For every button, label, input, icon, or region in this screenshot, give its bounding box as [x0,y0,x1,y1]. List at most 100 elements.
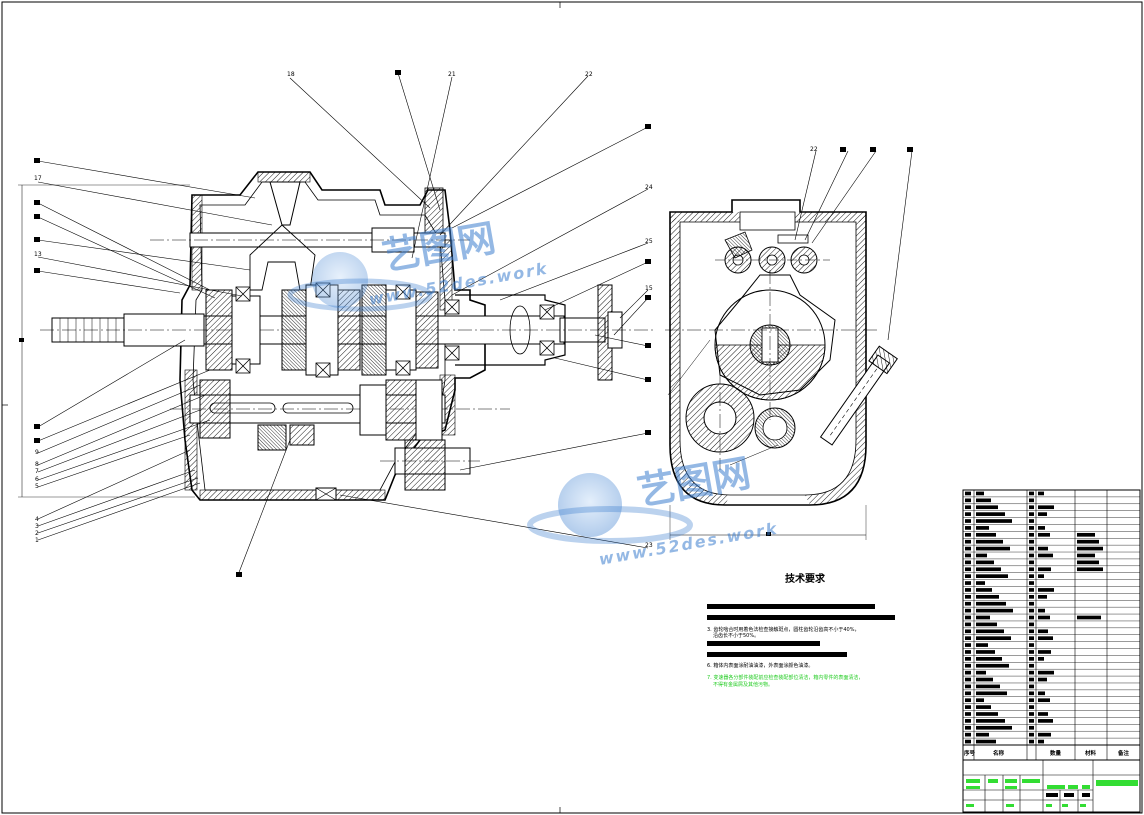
svg-text:序号: 序号 [963,749,976,757]
parts-cell-redacted [965,657,971,661]
parts-cell-redacted [1077,560,1099,565]
parts-cell-redacted [1038,594,1047,599]
parts-cell-redacted [976,588,992,592]
parts-cell-redacted [1029,636,1034,641]
parts-cell-redacted [965,574,971,578]
parts-cell-redacted [976,498,991,503]
svg-text:3: 3 [35,523,39,530]
parts-cell-redacted [976,698,984,703]
parts-cell-redacted [1029,588,1034,592]
svg-text:数量: 数量 [1050,749,1062,757]
parts-cell-redacted [1029,725,1034,730]
parts-cell-redacted [1038,691,1045,696]
parts-cell-redacted [976,684,1000,689]
leader-lines [37,72,649,576]
parts-cell-redacted [1038,546,1048,551]
parts-cell-redacted [1038,719,1053,723]
parts-cell-redacted [1029,532,1034,537]
speedo-gear [509,305,531,355]
parts-cell-redacted [965,650,971,654]
parts-cell-redacted [1029,670,1034,675]
parts-cell-redacted [1029,560,1034,565]
watermark-bottom: 艺图网 www.52des.work [527,451,780,569]
parts-cell-redacted [965,512,971,516]
spline-marks [59,318,117,342]
svg-text:2: 2 [35,530,39,537]
parts-cell-redacted [1029,732,1034,737]
svg-text:材料: 材料 [1085,749,1097,757]
parts-cell-redacted [1029,739,1034,744]
parts-cell-redacted [1038,615,1050,620]
parts-cell-redacted [965,560,971,565]
parts-cell-redacted [965,663,971,668]
parts-cell-redacted [965,643,971,647]
main-shaft-gears [205,284,439,376]
reverse-idler-gear [404,439,446,491]
parts-cell-redacted [965,539,971,544]
parts-cell-redacted [976,560,994,565]
parts-cell-redacted [976,622,997,627]
parts-cell-redacted [976,719,1005,723]
parts-cell-redacted [1029,622,1034,627]
parts-cell-redacted [976,732,989,737]
parts-cell-redacted [1029,498,1034,503]
parts-cell-redacted [965,712,971,716]
parts-cell-redacted [1077,546,1103,551]
parts-cell-redacted [1038,677,1047,682]
parts-cell-redacted [1029,712,1034,716]
svg-text:7: 7 [35,468,39,475]
parts-cell-redacted [1029,608,1034,613]
title-block-black-cells [1046,793,1090,797]
side-shift-rails [715,231,830,274]
parts-cell-redacted [965,698,971,703]
parts-cell-redacted [1029,629,1034,634]
parts-cell-redacted [976,725,1012,730]
parts-cell-redacted [965,553,971,558]
parts-cell-redacted [1038,629,1048,634]
parts-cell-redacted [965,491,971,496]
parts-cell-redacted [1038,732,1051,737]
parts-cell-redacted [1029,691,1034,696]
svg-text:6: 6 [35,476,39,483]
parts-cell-redacted [1029,677,1034,682]
side-dipstick [819,345,898,446]
side-wall-hatch [670,212,730,505]
tech-req-item7: 7. 变速器各分部件装配前应检查装配部位清洁，箱内零件的表面清洁， [707,674,863,681]
parts-cell-redacted [1038,698,1050,703]
parts-cell-redacted [976,739,996,744]
side-main-gear-hatch [714,344,826,401]
side-leaders [794,150,913,341]
parts-cell-redacted [976,657,1002,661]
parts-cell-redacted [965,636,971,641]
parts-cell-redacted [976,601,1006,606]
parts-cell-redacted [1029,643,1034,647]
callout-23: 23 [645,542,653,549]
parts-cell-redacted [1029,505,1034,510]
parts-cell-redacted [1029,574,1034,578]
callout-21: 21 [448,71,456,78]
callout-13: 13 [34,251,42,258]
parts-cell-redacted [976,608,1013,613]
bottom-hatch [199,489,386,501]
parts-cell-redacted [1029,594,1034,599]
parts-cell-redacted [1038,512,1047,516]
countershaft-slot [282,402,354,414]
wall-hatch [184,369,198,491]
parts-cell-redacted [1029,581,1034,585]
parts-cell-redacted [976,643,988,647]
top-cover-hatch [257,171,311,183]
parts-cell-redacted [976,491,984,496]
parts-cell-redacted [1038,574,1044,578]
parts-cell-redacted [976,650,995,654]
parts-cell-redacted [1029,657,1034,661]
parts-cell-redacted [976,670,986,675]
parts-cell-redacted [1038,712,1048,716]
parts-cell-redacted [976,519,1012,523]
parts-cell-redacted [965,719,971,723]
parts-cell-redacted [976,567,1001,572]
parts-cell-redacted [965,594,971,599]
parts-cell-redacted [1038,608,1045,613]
